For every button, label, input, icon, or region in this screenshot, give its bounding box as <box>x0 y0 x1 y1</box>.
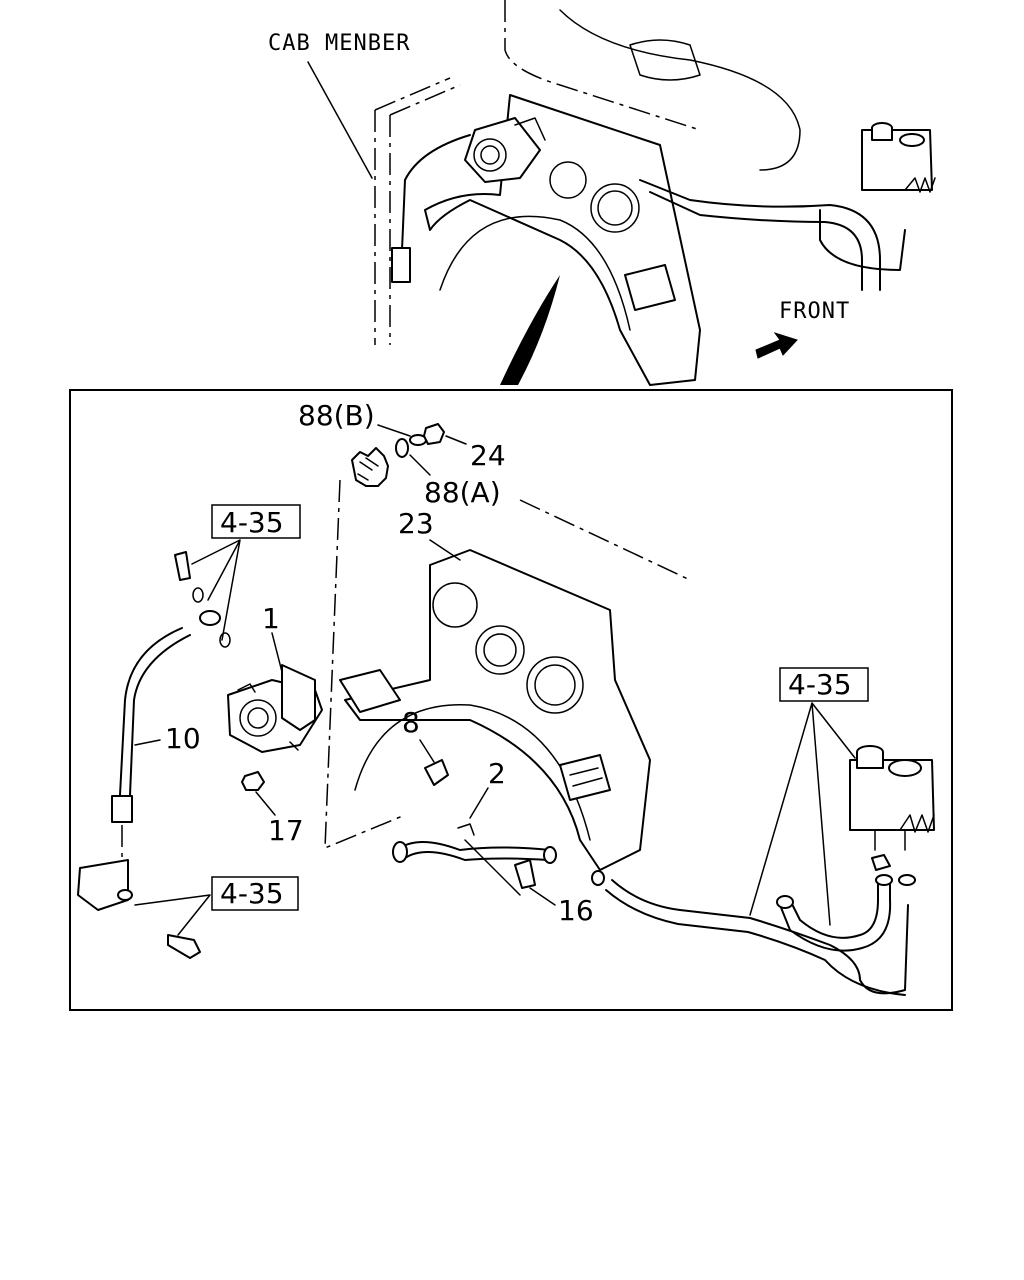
bracket-hole <box>117 889 133 901</box>
cable-10-outer <box>129 634 191 796</box>
leader-1 <box>271 632 283 673</box>
ref-box-upper-left <box>211 504 301 539</box>
detail-frame <box>69 389 953 1011</box>
leader-16 <box>529 887 556 906</box>
reservoir-nut-a <box>871 854 891 871</box>
intake-pipe <box>559 9 801 171</box>
leader-23 <box>429 539 461 561</box>
leader-24 <box>445 435 467 445</box>
mount-bracket <box>77 859 129 911</box>
flywheel-housing <box>344 549 651 871</box>
label-10: 10 <box>165 722 201 755</box>
mount-pad-ribs <box>569 767 603 787</box>
pipe-2 <box>399 840 551 851</box>
pipe-2-outer <box>404 850 549 861</box>
return-line-top <box>819 209 906 271</box>
supply-hose-outer <box>605 889 906 996</box>
ref-line-gear <box>324 479 406 850</box>
oil-reservoir <box>849 745 935 851</box>
nut-24 <box>423 423 445 445</box>
reservoir-grommet-a <box>875 874 893 886</box>
ref-box-right <box>779 667 869 702</box>
cable-10 <box>119 627 183 796</box>
port-2-top <box>549 161 587 199</box>
drive-gear <box>351 447 389 487</box>
cable-end-fitting <box>111 795 133 823</box>
port-c <box>526 656 584 714</box>
leader-17 <box>255 791 276 816</box>
pipe-2-end <box>543 846 557 864</box>
return-hose <box>789 881 879 939</box>
flange-left <box>339 669 401 713</box>
cable-top <box>401 134 471 251</box>
hose-band <box>776 895 794 909</box>
cable-fitting-top <box>391 247 411 283</box>
label-16: 16 <box>558 894 594 927</box>
pipe-2-eye <box>392 841 408 863</box>
label-88a: 88(A) <box>424 476 501 509</box>
front-arrow-icon <box>755 332 798 359</box>
port-a <box>432 582 478 628</box>
port-b-inner <box>483 633 517 667</box>
detail-illustration: 88(B) 24 88(A) 23 4-35 10 4-35 <box>77 399 935 996</box>
mount-pad-top <box>624 264 676 311</box>
label-2: 2 <box>488 757 506 790</box>
ref-lower-label: 4-35 <box>220 877 284 910</box>
reservoir-top <box>861 122 936 193</box>
flywheel-arc-top <box>439 215 631 331</box>
leader-88a <box>409 454 431 476</box>
label-1: 1 <box>262 602 280 635</box>
leader-8 <box>419 739 435 763</box>
leader-2 <box>469 787 489 819</box>
washer-lower <box>219 632 231 648</box>
callout-connector <box>500 275 560 385</box>
cab-member-leader <box>307 61 373 179</box>
bracket-bolt <box>167 934 201 959</box>
leader-10 <box>134 739 161 746</box>
label-23: 23 <box>398 507 434 540</box>
intake-coupler <box>629 39 701 81</box>
pipe-clip <box>457 823 475 836</box>
label-24: 24 <box>470 439 506 472</box>
front-label: FRONT <box>779 299 850 324</box>
port-1-top <box>590 183 640 233</box>
ref-line-23 <box>519 499 691 581</box>
ref-line-2 <box>464 839 521 896</box>
ref-leaders-upper-left <box>191 539 241 641</box>
port-c-inner <box>534 664 576 706</box>
port-1-inner-top <box>597 190 633 226</box>
overview-illustration: CAB MENBER <box>268 0 936 386</box>
label-88b: 88(B) <box>298 399 375 432</box>
washer-upper <box>192 587 204 603</box>
ref-right-label: 4-35 <box>788 668 852 701</box>
washer-88a <box>395 438 409 458</box>
ref-leaders-lower <box>134 894 211 936</box>
bolt-16 <box>514 859 536 889</box>
mount-pad <box>559 754 611 801</box>
reservoir-grommet-b <box>898 874 916 886</box>
ref-upper-left-label: 4-35 <box>220 506 284 539</box>
cab-member-rails <box>374 77 461 345</box>
bolt-8 <box>424 759 449 786</box>
pump-top <box>464 117 546 183</box>
banjo-bolt <box>174 551 191 581</box>
flywheel-housing-top <box>424 94 701 386</box>
label-17: 17 <box>268 814 304 847</box>
ref-box-lower <box>211 876 299 911</box>
supply-hose <box>611 879 909 995</box>
hose-clamp <box>591 870 605 886</box>
return-hose-outer <box>779 881 892 952</box>
leader-88b <box>377 424 411 437</box>
power-steering-pump <box>227 664 323 753</box>
engine-outline <box>504 0 701 131</box>
banjo-eye <box>199 610 221 626</box>
nut-17 <box>241 771 265 791</box>
ref-leaders-right <box>749 702 856 926</box>
port-b <box>475 625 525 675</box>
label-8: 8 <box>402 706 420 739</box>
cab-member-label: CAB MENBER <box>268 31 410 56</box>
hose-a-top <box>639 179 881 291</box>
